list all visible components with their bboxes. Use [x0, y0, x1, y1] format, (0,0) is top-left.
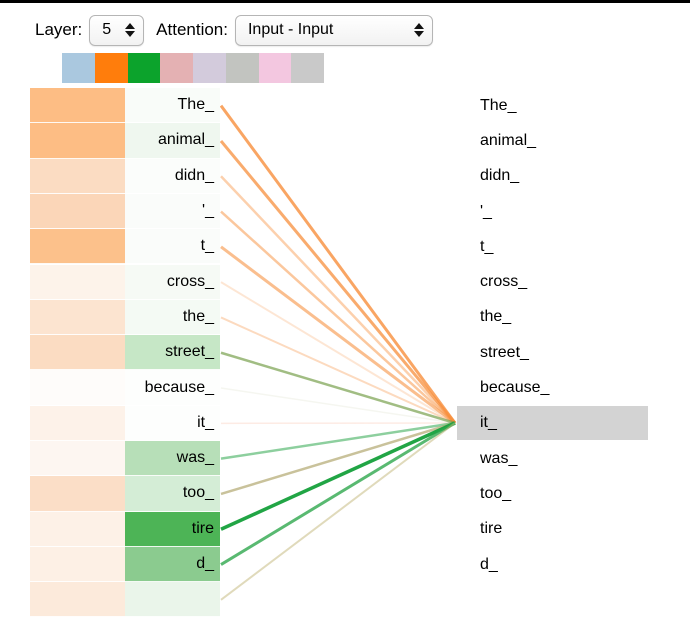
left-token-t[interactable]: t_ — [125, 229, 220, 265]
attention-line — [220, 281, 456, 424]
attention-line — [220, 421, 456, 496]
right-token-was[interactable]: was_ — [480, 449, 518, 467]
attention-weight-bar — [30, 370, 125, 406]
right-token-t[interactable]: t_ — [480, 237, 494, 255]
attention-weight-bar — [30, 193, 125, 230]
right-token-didn[interactable]: didn_ — [480, 167, 520, 185]
attention-select[interactable]: Input - Input — [234, 14, 433, 46]
attention-line — [220, 422, 456, 601]
left-token-it[interactable]: it_ — [125, 405, 220, 441]
attention-line — [220, 351, 456, 425]
attention-line — [220, 104, 457, 424]
attention-head-2-swatch[interactable] — [94, 53, 128, 83]
left-token-the[interactable]: the_ — [125, 299, 220, 336]
attention-weight-bar — [30, 335, 125, 371]
right-token-d[interactable]: d_ — [480, 555, 498, 573]
attention-head-palette — [62, 53, 324, 83]
attention-line — [220, 421, 456, 566]
attention-weight-bar — [30, 299, 125, 336]
attention-head-8-swatch[interactable] — [291, 53, 324, 83]
attention-weight-bar — [30, 441, 125, 477]
attention-line — [220, 175, 456, 424]
attention-weight-bar — [30, 511, 125, 547]
right-token-animal[interactable]: animal_ — [480, 131, 537, 149]
attention-line — [220, 387, 456, 424]
attention-weight-bar — [30, 88, 125, 124]
left-token-too[interactable]: too_ — [125, 476, 220, 512]
left-token-The[interactable]: The_ — [125, 88, 220, 124]
attention-line — [220, 421, 456, 460]
attention-weight-bar — [30, 158, 125, 194]
left-token-didn[interactable]: didn_ — [125, 158, 220, 194]
attention-line — [220, 245, 456, 425]
attention-line — [220, 421, 456, 531]
attention-head-5-swatch[interactable] — [193, 53, 226, 83]
left-token-was[interactable]: was_ — [125, 441, 220, 477]
right-token-because[interactable]: because_ — [480, 379, 550, 397]
left-token-d[interactable]: d_ — [125, 546, 220, 583]
window-top-border — [0, 0, 690, 3]
stepper-arrows-icon — [413, 23, 424, 37]
left-token-cross[interactable]: cross_ — [125, 264, 220, 300]
left-token-[interactable]: '_ — [125, 193, 220, 230]
attention-weight-bar — [30, 405, 125, 441]
right-token-cross[interactable]: cross_ — [480, 273, 528, 291]
attention-head-6-swatch[interactable] — [225, 53, 259, 83]
attention-weight-bar — [30, 264, 125, 300]
attention-weight-bar — [30, 476, 125, 512]
right-token-the[interactable]: the_ — [480, 308, 512, 326]
attention-weight-bar — [30, 582, 125, 617]
right-token-The[interactable]: The_ — [480, 96, 517, 114]
left-token-because[interactable]: because_ — [125, 370, 220, 406]
attention-head-3-swatch[interactable] — [127, 53, 161, 83]
left-token-tire[interactable]: tire — [125, 511, 220, 547]
attention-weight-bar — [30, 229, 125, 265]
controls-bar: Layer: 5 Attention: Input - Input — [35, 13, 445, 47]
left-token-street[interactable]: street_ — [125, 335, 220, 371]
attention-label: Attention: — [156, 20, 228, 39]
attention-line — [220, 210, 456, 424]
right-token-too[interactable]: too_ — [480, 484, 512, 502]
attention-line — [220, 316, 456, 424]
layer-label: Layer: — [35, 20, 83, 39]
attention-weight-bar — [30, 123, 125, 159]
left-token-animal[interactable]: animal_ — [125, 123, 220, 159]
right-token-it-selected[interactable]: it_ — [457, 406, 648, 441]
right-token-street[interactable]: street_ — [480, 343, 529, 361]
attention-lines — [220, 104, 457, 601]
attention-line — [220, 139, 457, 424]
attention-head-4-swatch[interactable] — [160, 53, 193, 83]
stepper-arrows-icon — [125, 23, 136, 37]
layer-select[interactable]: 5 — [89, 14, 145, 46]
attention-weight-bar — [30, 546, 125, 583]
right-token-tire[interactable]: tire — [480, 520, 503, 538]
left-token-empty — [125, 582, 220, 617]
layer-select-value: 5 — [102, 21, 112, 38]
attention-head-1-swatch[interactable] — [62, 53, 95, 83]
attention-select-value: Input - Input — [247, 21, 334, 38]
attention-head-7-swatch[interactable] — [258, 53, 292, 83]
right-token-[interactable]: '_ — [480, 202, 492, 220]
